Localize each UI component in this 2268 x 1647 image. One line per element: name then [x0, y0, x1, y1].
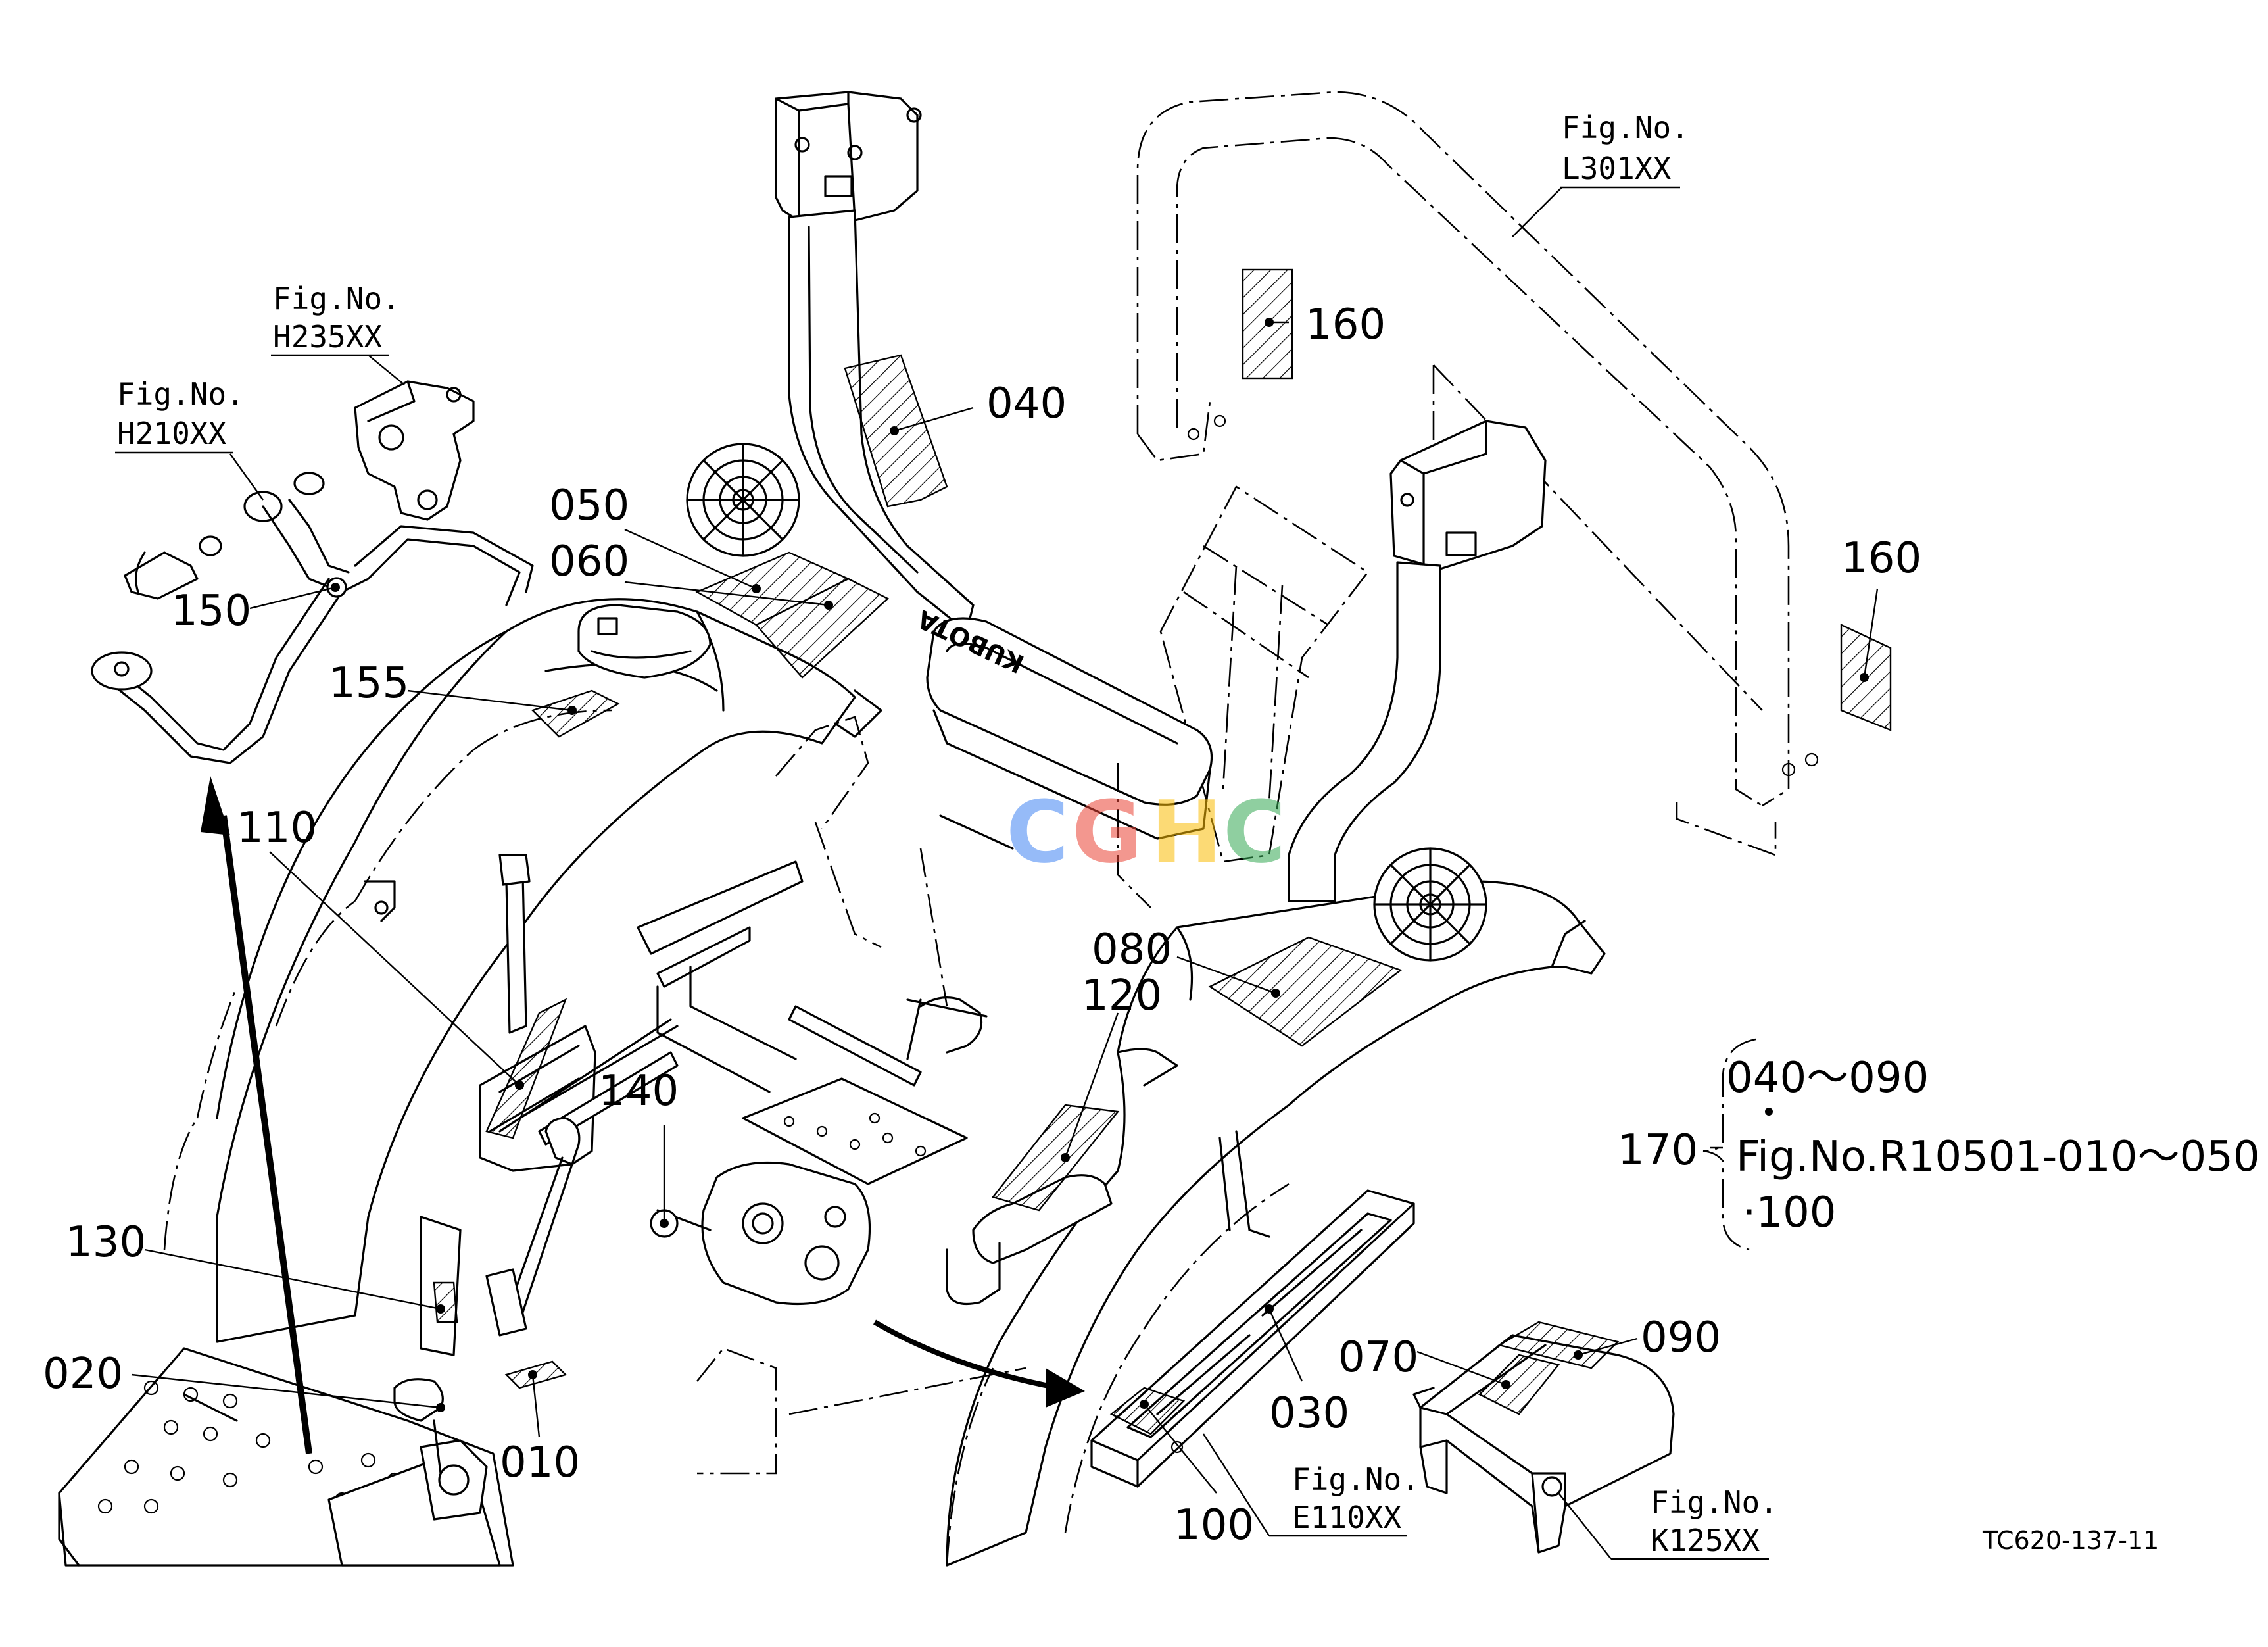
- callout-010: 010: [500, 1438, 580, 1487]
- arrows: [201, 776, 1085, 1454]
- callout-110: 110: [237, 804, 317, 852]
- decal-100: [1109, 1387, 1186, 1435]
- callout-080: 080: [1092, 925, 1172, 974]
- fig-h235-code: H235XX: [273, 319, 382, 355]
- callout-030: 030: [1269, 1389, 1349, 1438]
- decal-060: [755, 578, 890, 679]
- tray: [1159, 485, 1369, 863]
- callout-140: 140: [598, 1067, 679, 1116]
- callout-labels: 040 050 060 150 155 160 160 110 080 120 …: [43, 301, 1921, 1550]
- callout-090: 090: [1641, 1314, 1721, 1362]
- watermark: C G H C: [1006, 782, 1286, 882]
- decal-120: [991, 1104, 1120, 1212]
- callout-040: 040: [986, 380, 1067, 428]
- callout-130: 130: [66, 1218, 146, 1267]
- console: KUBOTA: [913, 604, 1213, 840]
- hydraulic-pipe-assembly: [91, 380, 534, 764]
- decal-130: [433, 1281, 458, 1323]
- drawing-code: TC620-137-11: [1982, 1526, 2159, 1555]
- svg-text:H: H: [1151, 782, 1222, 882]
- callout-070: 070: [1338, 1333, 1418, 1382]
- fig-k125-label: Fig.No.: [1651, 1485, 1778, 1520]
- left-floor-step: [58, 1347, 514, 1567]
- svg-text:C: C: [1223, 782, 1286, 882]
- decal-070: [1478, 1354, 1560, 1415]
- callout-160b: 160: [1841, 534, 1921, 583]
- bracket-line-1: 040～090: [1726, 1054, 1929, 1102]
- callout-170: 170: [1618, 1126, 1698, 1175]
- callout-120: 120: [1082, 971, 1162, 1020]
- fig-l301-label: Fig.No.: [1562, 110, 1689, 145]
- leaders: [131, 187, 1879, 1560]
- svg-text:G: G: [1072, 782, 1142, 882]
- fig-references: Fig.No. H235XX Fig.No. H210XX Fig.No. L3…: [115, 110, 1778, 1560]
- fig-e110-code: E110XX: [1292, 1500, 1401, 1535]
- fig-e110-label: Fig.No.: [1292, 1462, 1420, 1497]
- round-light-right: [1373, 847, 1487, 962]
- decals: [433, 268, 1892, 1435]
- rops-right-post: [1288, 420, 1547, 902]
- fig-h210-code: H210XX: [117, 416, 226, 451]
- bracket-170: [1702, 1038, 1756, 1251]
- bracket-line-3: ·100: [1743, 1189, 1837, 1237]
- fig-h235-label: Fig.No.: [273, 281, 400, 316]
- frame-misc: [775, 689, 1151, 1007]
- rops-left-post: [775, 91, 975, 633]
- fig-l301-code: L301XX: [1562, 151, 1671, 186]
- fig-k125-code: K125XX: [1651, 1523, 1760, 1558]
- seat-mount: [650, 966, 988, 1306]
- callout-020: 020: [43, 1350, 123, 1398]
- decal-090: [1497, 1321, 1620, 1369]
- decal-110: [485, 998, 567, 1139]
- callout-160a: 160: [1305, 301, 1386, 349]
- bracket-line-2: Fig.No.R10501-010～050: [1736, 1133, 2260, 1181]
- decal-155: [531, 689, 620, 738]
- round-light-left: [686, 443, 800, 557]
- callout-100: 100: [1174, 1501, 1254, 1550]
- callout-050: 050: [549, 481, 629, 530]
- callout-060: 060: [549, 537, 629, 586]
- decal-080: [1208, 936, 1403, 1047]
- callout-155: 155: [329, 659, 409, 708]
- fig-h210-label: Fig.No.: [117, 376, 245, 412]
- svg-text:C: C: [1006, 782, 1069, 882]
- bracket-bullet: [1765, 1108, 1773, 1116]
- rops-upper-frame: [1136, 91, 1819, 856]
- step-plate: [696, 1347, 1026, 1475]
- bracket-text: 040～090 Fig.No.R10501-010～050 ·100: [1726, 1054, 2260, 1237]
- callout-150: 150: [171, 587, 251, 635]
